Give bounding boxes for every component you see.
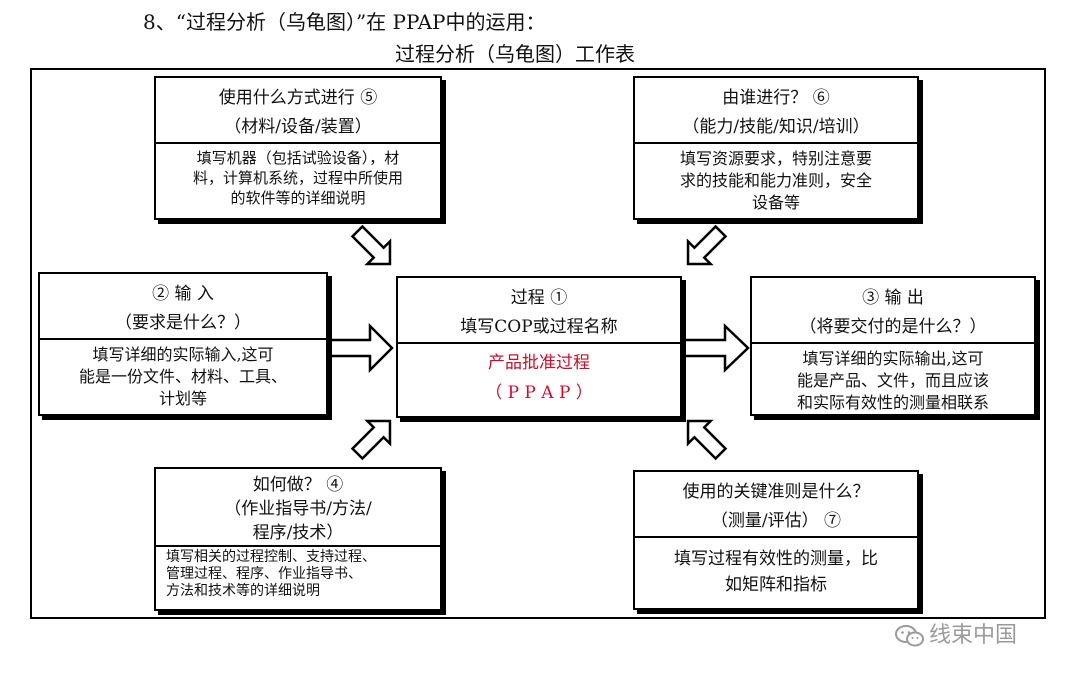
body-line: 能是一份文件、材料、工具、 — [78, 367, 287, 386]
body-line: 求的技能和能力准则，安全 — [679, 171, 872, 190]
body-line: 填写相关的过程控制、支持过程、 — [166, 549, 376, 565]
process-title: 过程 ① — [510, 288, 568, 308]
process-name: 产品批准过程 — [488, 353, 590, 373]
watermark-text: 线束中国 — [929, 623, 1018, 648]
with-whom-title: 由谁进行？ ⑥ — [722, 88, 830, 108]
arrow-resources-to-process — [350, 224, 392, 266]
input-subtitle: （要求是什么？） — [115, 313, 251, 333]
body-line: 管理过程、程序、作业指导书、 — [166, 566, 362, 582]
arrow-people-to-process — [686, 224, 728, 266]
process-subtitle: 填写COP或过程名称 — [460, 317, 618, 337]
body-line: 和实际有效性的测量相联系 — [796, 393, 989, 412]
process-body: 产品批准过程 （ P P A P ） — [398, 344, 680, 412]
divider — [635, 536, 917, 538]
body-line: 能是产品、文件，而且应该 — [796, 371, 989, 390]
divider — [156, 545, 440, 547]
with-what-subtitle: （材料/设备/装置） — [224, 117, 372, 137]
body-line: 设备等 — [751, 193, 800, 212]
with-whom-box: 由谁进行？ ⑥ （能力/技能/知识/培训） 填写资源要求，特别注意要 求的技能和… — [633, 76, 919, 220]
how-box: 如何做？ ④ （作业指导书/方法/ 程序/技术） 填写相关的过程控制、支持过程、… — [154, 467, 442, 611]
wechat-icon — [895, 625, 924, 647]
criteria-body: 填写过程有效性的测量，比 如矩阵和指标 — [635, 538, 917, 602]
criteria-subtitle: （测量/评估） ⑦ — [710, 511, 842, 531]
body-line: 如矩阵和指标 — [725, 575, 827, 595]
divider — [156, 142, 440, 144]
worksheet-frame — [30, 68, 1046, 619]
with-what-title: 使用什么方式进行 ⑤ — [218, 88, 378, 108]
output-title: ③ 输 出 — [862, 288, 924, 308]
arrow-criteria-to-process — [686, 419, 728, 461]
body-line: 填写机器（包括试验设备），材 — [196, 149, 400, 167]
arrow-input-to-process — [328, 322, 394, 374]
output-box: ③ 输 出 （将要交付的是什么？） 填写详细的实际输出,这可 能是产品、文件，而… — [750, 276, 1036, 416]
input-box: ② 输 入 （要求是什么？） 填写详细的实际输入,这可 能是一份文件、材料、工具… — [38, 272, 328, 416]
input-title: ② 输 入 — [152, 284, 214, 304]
body-line: 填写过程有效性的测量，比 — [674, 549, 878, 569]
process-box: 过程 ① 填写COP或过程名称 产品批准过程 （ P P A P ） — [396, 276, 682, 418]
divider — [635, 142, 917, 144]
worksheet-title: 过程分析（乌龟图）工作表 — [395, 42, 635, 66]
divider — [752, 342, 1034, 344]
body-line: 方法和技术等的详细说明 — [166, 583, 320, 599]
body-line: 填写资源要求，特别注意要 — [679, 149, 872, 168]
body-line: 填写详细的实际输出,这可 — [802, 349, 984, 368]
with-what-box: 使用什么方式进行 ⑤ （材料/设备/装置） 填写机器（包括试验设备），材 料，计… — [154, 76, 442, 220]
body-line: 计划等 — [158, 389, 207, 408]
arrow-method-to-process — [350, 419, 392, 461]
divider — [40, 338, 326, 340]
how-body: 填写相关的过程控制、支持过程、 管理过程、程序、作业指导书、 方法和技术等的详细… — [156, 547, 440, 604]
body-line: 的软件等的详细说明 — [230, 189, 366, 207]
with-what-body: 填写机器（包括试验设备），材 料，计算机系统，过程中所使用 的软件等的详细说明 — [156, 144, 440, 212]
output-subtitle: （将要交付的是什么？） — [799, 317, 987, 337]
criteria-box: 使用的关键准则是什么？ （测量/评估） ⑦ 填写过程有效性的测量，比 如矩阵和指… — [633, 470, 919, 610]
watermark: 线束中国 — [895, 617, 1017, 649]
process-abbrev: （ P P A P ） — [485, 383, 593, 403]
input-body: 填写详细的实际输入,这可 能是一份文件、材料、工具、 计划等 — [40, 340, 326, 414]
how-subtitle-2: 程序/技术） — [252, 523, 344, 543]
page-heading: 8、“过程分析（乌龟图）”在 PPAP中的运用： — [143, 10, 546, 34]
body-line: 填写详细的实际输入,这可 — [92, 345, 274, 364]
divider — [398, 342, 680, 344]
arrow-process-to-output — [681, 323, 750, 373]
with-whom-subtitle: （能力/技能/知识/培训） — [682, 117, 870, 137]
body-line: 料，计算机系统，过程中所使用 — [192, 169, 403, 187]
criteria-title: 使用的关键准则是什么？ — [682, 482, 870, 502]
how-title: 如何做？ ④ — [252, 475, 344, 495]
output-body: 填写详细的实际输出,这可 能是产品、文件，而且应该 和实际有效性的测量相联系 — [752, 344, 1034, 418]
how-subtitle-1: （作业指导书/方法/ — [224, 499, 372, 519]
with-whom-body: 填写资源要求，特别注意要 求的技能和能力准则，安全 设备等 — [635, 144, 917, 218]
